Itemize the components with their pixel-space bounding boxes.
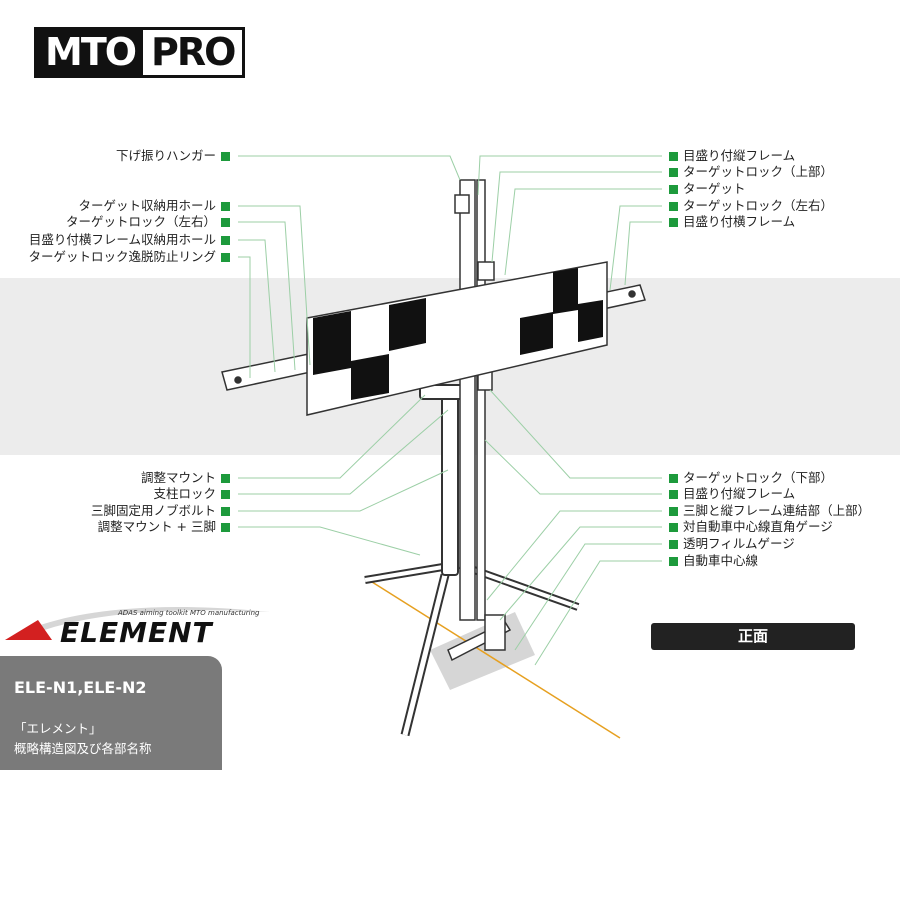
brand-tagline: ADAS aiming toolkit MTO manufacturing [118,609,260,617]
marker-icon [221,522,230,532]
label-target-lock-top: ターゲットロック（上部） [669,164,833,180]
marker-icon [669,556,678,566]
right-angle-gauge [447,614,512,662]
tripod [364,384,580,737]
model-name: 「エレメント」 [14,721,102,736]
model-info-box: ELE-N1,ELE-N2 「エレメント」 概略構造図及び各部名称 [0,656,222,770]
label-car-centerline: 自動車中心線 [669,553,758,569]
target-board [306,261,608,416]
marker-icon [669,167,678,177]
label-target-lock-lr: ターゲットロック（左右） [66,214,230,230]
vertical-frame [454,179,495,621]
label-hframe: 目盛り付横フレーム [669,214,795,230]
car-centerline [371,581,621,739]
marker-icon [669,522,678,532]
front-view-badge: 正面 [651,623,855,650]
marker-icon [669,473,678,483]
label-adjust-mount: 調整マウント [141,470,230,486]
marker-icon [669,217,678,227]
marker-icon [669,489,678,499]
label-knob-bolt: 三脚固定用ノブボルト [91,503,230,519]
marker-icon [669,184,678,194]
marker-icon [669,539,678,549]
label-tripod-frame-joint: 三脚と縦フレーム連結部（上部） [669,503,870,519]
marker-icon [669,506,678,516]
marker-icon [669,201,678,211]
model-desc: 概略構造図及び各部名称 [14,741,152,756]
marker-icon [221,201,230,211]
label-target-lock-bottom: ターゲットロック（下部） [669,470,833,486]
label-lock-retaining-ring: ターゲットロック逸脱防止リング [28,249,230,265]
label-vframe-2: 目盛り付縦フレーム [669,486,795,502]
logo-part2: PRO [143,30,243,75]
mto-pro-logo: MTO PRO [34,27,246,78]
marker-icon [221,473,230,483]
marker-icon [221,252,230,262]
label-plumb-hanger: 下げ振りハンガー [116,148,230,164]
marker-icon [221,235,230,245]
label-hframe-storage-hole: 目盛り付横フレーム収納用ホール [29,232,230,248]
marker-icon [669,151,678,161]
logo-part1: MTO [37,30,144,75]
marker-icon [221,489,230,499]
model-code: ELE-N1,ELE-N2 [14,678,147,697]
label-mount-tripod: 調整マウント + 三脚 [98,519,230,535]
label-vframe-1: 目盛り付縦フレーム [669,148,795,164]
label-film-gauge: 透明フィルムゲージ [669,536,795,552]
marker-icon [221,151,230,161]
label-right-angle-gauge: 対自動車中心線直角ゲージ [669,519,833,535]
label-target-lock-lr-right: ターゲットロック（左右） [669,198,833,214]
label-post-lock: 支柱ロック [153,486,230,502]
model-description: 「エレメント」 概略構造図及び各部名称 [14,719,152,759]
label-target: ターゲット [669,181,746,197]
marker-icon [221,506,230,516]
label-target-storage-hole: ターゲット収納用ホール [78,198,230,214]
leader-lines [238,155,662,666]
brand-name: ELEMENT [60,616,213,649]
marker-icon [221,217,230,227]
